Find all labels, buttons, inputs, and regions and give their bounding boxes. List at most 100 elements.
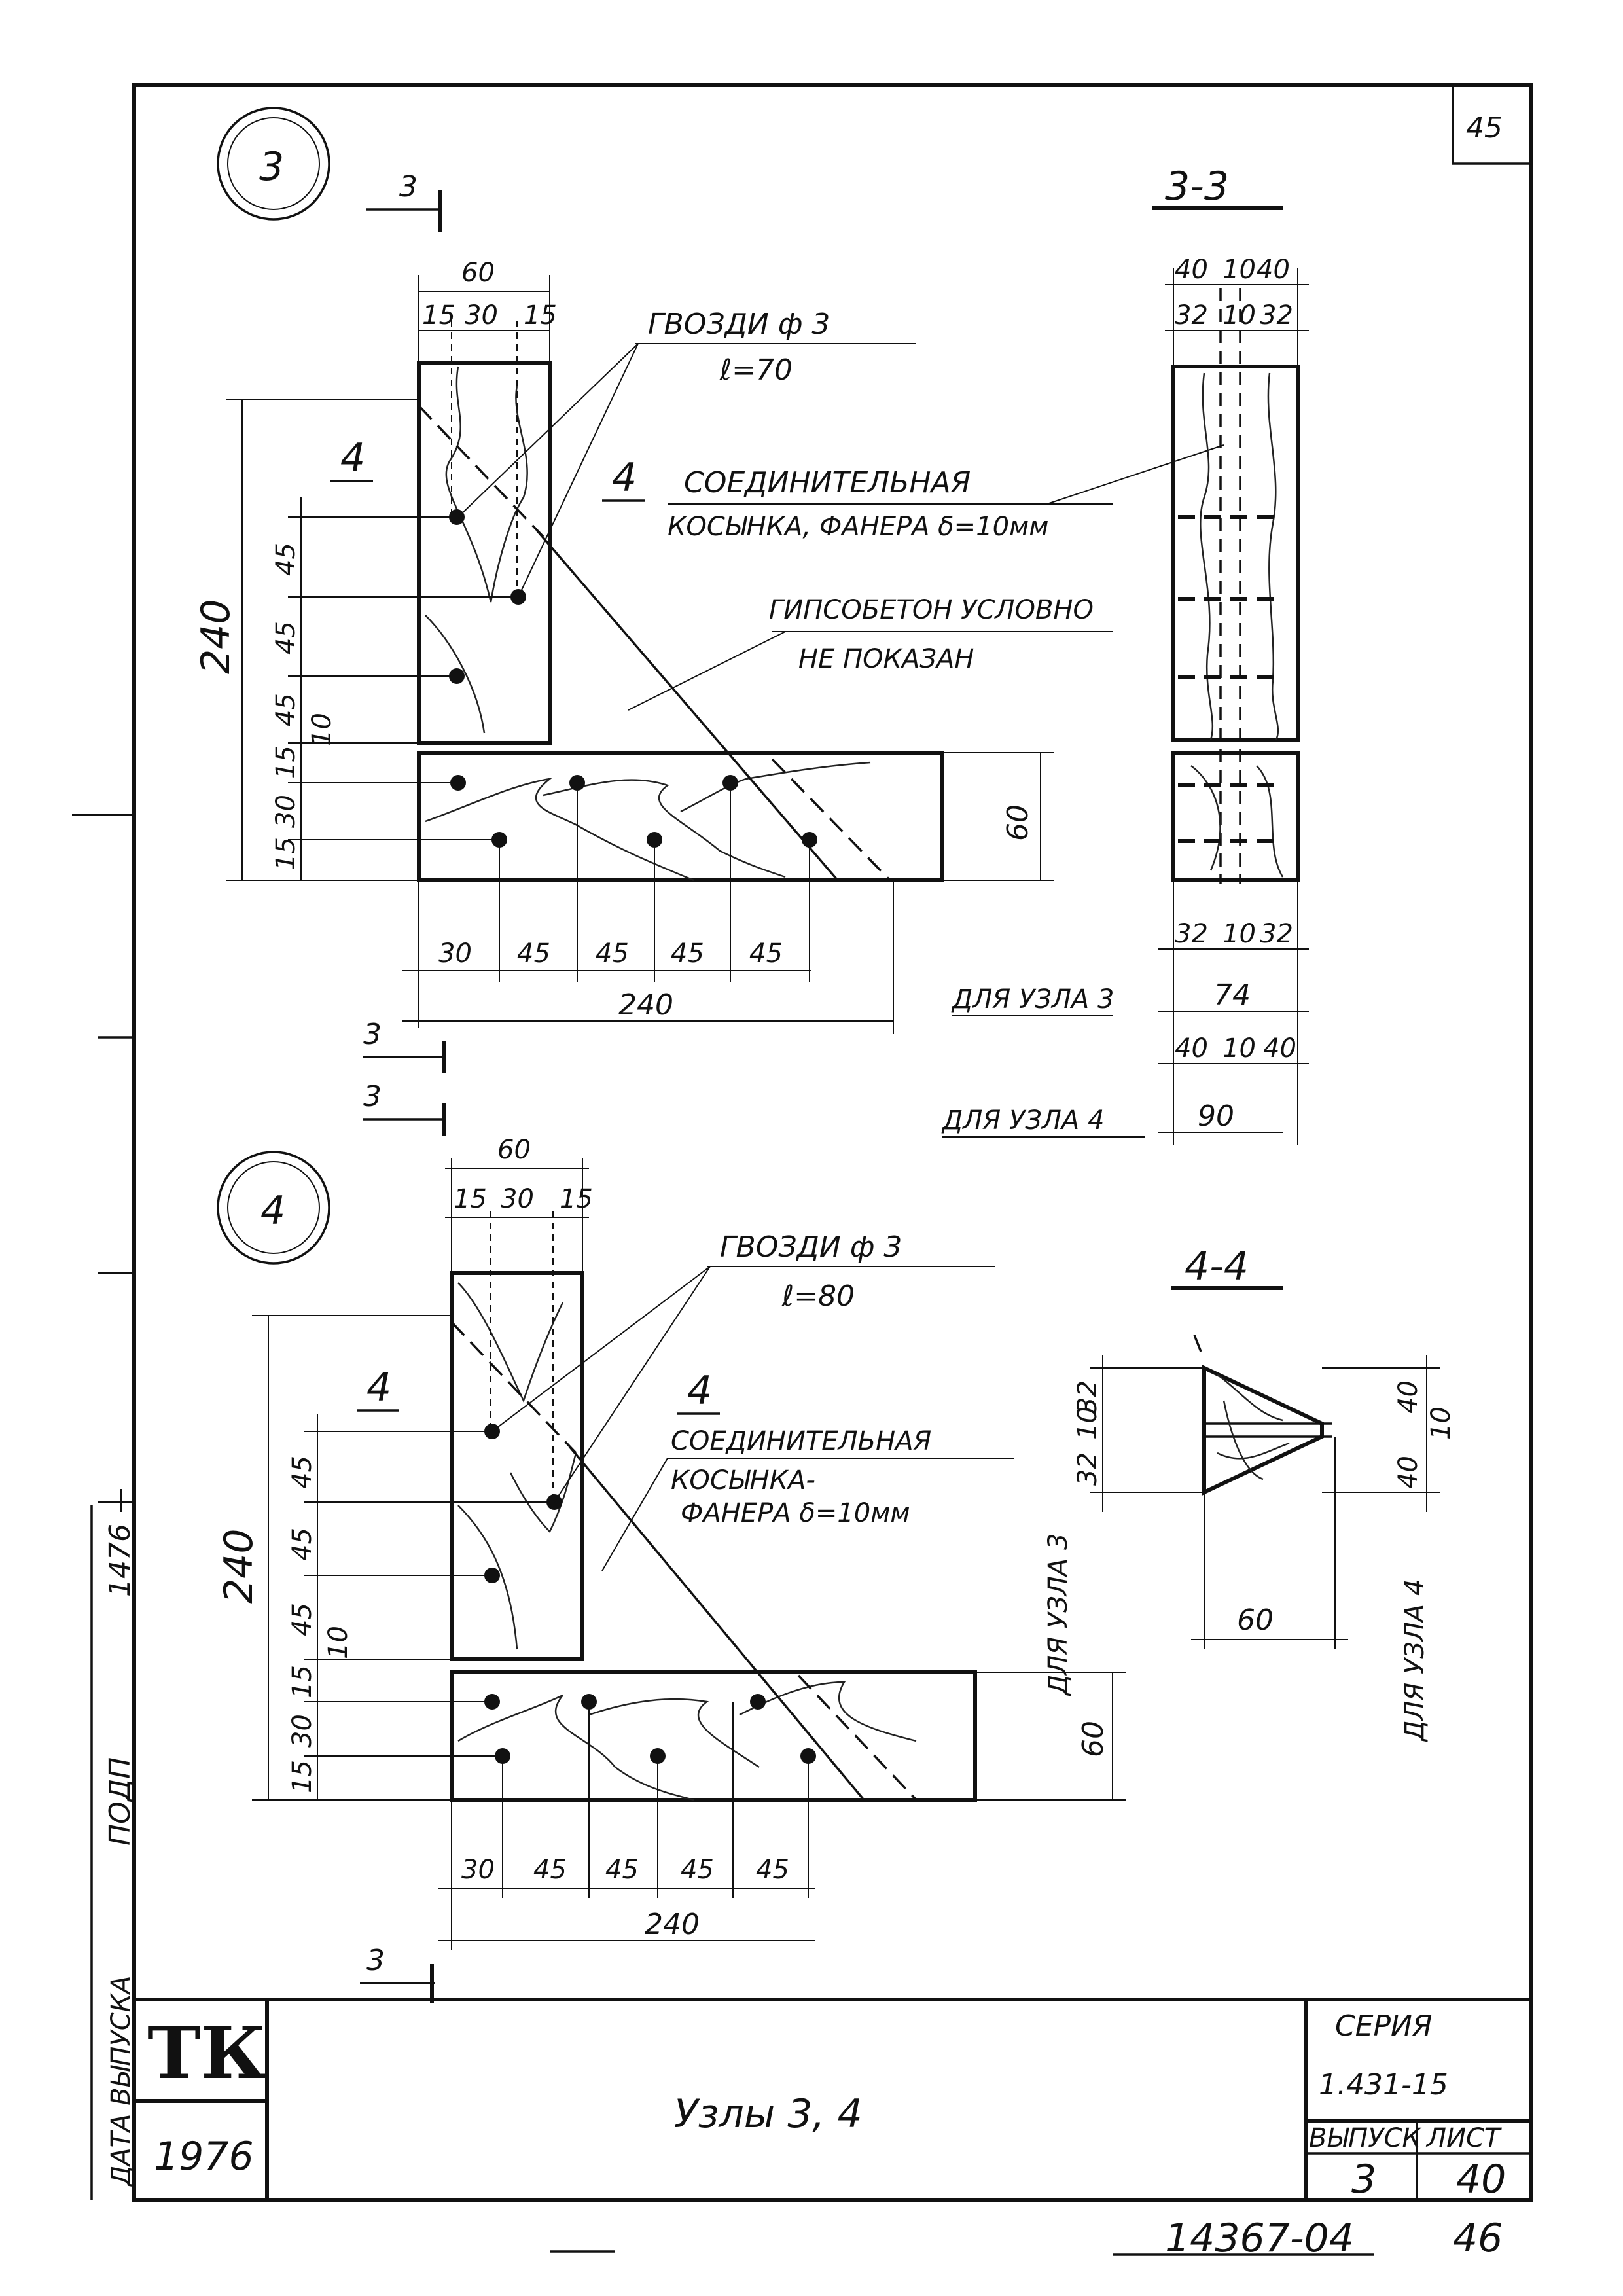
wood-grain bbox=[1200, 372, 1214, 740]
dim-width-total: 60 bbox=[461, 258, 495, 288]
dim-v: 45 bbox=[287, 1528, 317, 1561]
node-4-circle-outer bbox=[217, 1151, 330, 1265]
pos-label: 4 bbox=[340, 435, 365, 481]
dim: 10 bbox=[1222, 300, 1256, 331]
node-3-circle-outer bbox=[217, 107, 330, 221]
dim: 40 bbox=[1175, 1033, 1208, 1064]
vertical-member bbox=[417, 361, 552, 745]
node-3-circle-label: 3 bbox=[259, 144, 284, 190]
dim-width: 60 bbox=[1237, 1604, 1274, 1637]
sheet-value: 40 bbox=[1456, 2157, 1506, 2202]
for-node-3-label: ДЛЯ УЗЛА 3 bbox=[1043, 1534, 1073, 1696]
dim: 40 bbox=[1175, 255, 1208, 285]
dim-height-total: 240 bbox=[216, 1528, 262, 1604]
dim: 10 bbox=[1222, 255, 1256, 285]
for-node-4-label: ДЛЯ УЗЛА 4 bbox=[941, 1105, 1104, 1136]
nails-label: ГВОЗДИ ф 3 bbox=[648, 308, 830, 341]
dim: 10 bbox=[1073, 1407, 1103, 1440]
nails-leader bbox=[457, 343, 639, 518]
section-cut-mark bbox=[1193, 1335, 1202, 1352]
year: 1976 bbox=[154, 2134, 254, 2179]
gusset-dashed bbox=[771, 758, 891, 882]
dim-h: 30 bbox=[461, 1855, 495, 1885]
pos-label: 4 bbox=[612, 455, 637, 501]
issue-label: ВЫПУСК bbox=[1309, 2123, 1422, 2153]
dim-v: 45 bbox=[287, 1603, 317, 1636]
dim-v: 30 bbox=[271, 795, 301, 828]
dim-width-part: 15 bbox=[422, 300, 455, 331]
dim: 32 bbox=[1175, 919, 1208, 949]
dim: 32 bbox=[1073, 1452, 1103, 1486]
nails-length: ℓ=80 bbox=[781, 1280, 855, 1313]
wood-grain bbox=[445, 366, 528, 603]
wood-grain bbox=[1267, 372, 1279, 740]
gypsum-leader bbox=[628, 631, 786, 711]
dim: 40 bbox=[1257, 255, 1290, 285]
nails-label: ГВОЗДИ ф 3 bbox=[720, 1230, 902, 1264]
gusset-dashed bbox=[797, 1674, 918, 1801]
wood-grain bbox=[457, 1452, 577, 1650]
nails-length: ℓ=70 bbox=[719, 353, 793, 387]
drawing-title: Узлы 3, 4 bbox=[674, 2091, 863, 2137]
dim-v: 45 bbox=[287, 1456, 317, 1489]
dim-h-total: 240 bbox=[618, 988, 673, 1022]
section-lower-body bbox=[1171, 751, 1300, 882]
pos-label: 4 bbox=[366, 1365, 391, 1410]
gypsum-label: ГИПСОБЕТОН УСЛОВНО bbox=[769, 595, 1094, 625]
sheet-number-box bbox=[1452, 84, 1533, 165]
for-node-4-label: ДЛЯ УЗЛА 4 bbox=[1400, 1579, 1430, 1742]
dim-v: 45 bbox=[271, 693, 301, 726]
dim: 10 bbox=[1222, 919, 1256, 949]
section-mark-3: 3 bbox=[366, 1944, 385, 1977]
dim: 40 bbox=[1393, 1456, 1423, 1489]
wood-grain bbox=[1217, 1374, 1290, 1480]
for-node-3-label: ДЛЯ УЗЛА 3 bbox=[951, 984, 1114, 1014]
section-title: 4-4 bbox=[1185, 1244, 1249, 1289]
dim-h: 30 bbox=[438, 939, 472, 969]
dim-width-part: 30 bbox=[465, 300, 498, 331]
plate-label: КОСЫНКА, ФАНЕРА δ=10мм bbox=[668, 512, 1048, 542]
gypsum-label: НЕ ПОКАЗАН bbox=[798, 644, 974, 674]
dim: 40 bbox=[1393, 1380, 1423, 1414]
dim-width-part: 15 bbox=[454, 1184, 487, 1214]
dim-right-height: 60 bbox=[1001, 804, 1035, 841]
section-3-3: 3-3 40 10 40 32 10 32 32 10 32 ДЛЯ УЗЛА … bbox=[941, 164, 1309, 1145]
nails-leader bbox=[518, 343, 639, 598]
section-title: 3-3 bbox=[1165, 164, 1229, 209]
dim: 32 bbox=[1260, 300, 1293, 331]
dim-v: 15 bbox=[271, 745, 301, 779]
issue-value: 3 bbox=[1351, 2157, 1376, 2202]
dim-v: 15 bbox=[271, 837, 301, 870]
pos-label: 4 bbox=[687, 1368, 712, 1414]
left-margin: 1476 ПОДП ДАТА ВЫПУСКА bbox=[90, 1505, 137, 2200]
dim-h: 45 bbox=[605, 1855, 639, 1885]
dim-h: 45 bbox=[533, 1855, 567, 1885]
dim: 10 bbox=[1222, 1033, 1256, 1064]
dim-h: 45 bbox=[681, 1855, 714, 1885]
dim: 10 bbox=[1426, 1407, 1456, 1440]
plate-label: ФАНЕРА δ=10мм bbox=[681, 1498, 910, 1528]
gusset-diagonal bbox=[535, 529, 839, 882]
wood-grain bbox=[457, 1282, 564, 1403]
dim: 32 bbox=[1260, 919, 1293, 949]
dim-width-total: 60 bbox=[497, 1135, 531, 1165]
date-release-label: ДАТА ВЫПУСКА bbox=[106, 1976, 136, 2187]
section-upper-body bbox=[1171, 365, 1300, 742]
vertical-member bbox=[450, 1271, 584, 1661]
gusset-dashed bbox=[450, 1321, 577, 1454]
title-block: ТК 1976 Узлы 3, 4 СЕРИЯ 1.431-15 ВЫПУСК … bbox=[134, 1998, 1531, 2202]
plate-label: СОЕДИНИТЕЛЬНАЯ bbox=[684, 466, 971, 499]
node-4: 4 60 15 30 15 ГВОЗДИ ф 3 ℓ=80 bbox=[216, 1135, 1126, 2003]
horizontal-member bbox=[450, 1670, 977, 1802]
tk-logo: ТК bbox=[147, 2011, 266, 2095]
dim-h: 45 bbox=[671, 939, 704, 969]
plate-label: КОСЫНКА- bbox=[671, 1465, 815, 1496]
dim: 40 bbox=[1263, 1033, 1296, 1064]
podp-label: ПОДП bbox=[103, 1757, 137, 1846]
section-4-4-shape bbox=[1202, 1365, 1324, 1496]
dim-width-part: 15 bbox=[560, 1184, 593, 1214]
dim-h: 45 bbox=[517, 939, 550, 969]
wood-grain bbox=[588, 1698, 760, 1768]
dim-v: 10 bbox=[323, 1626, 353, 1659]
